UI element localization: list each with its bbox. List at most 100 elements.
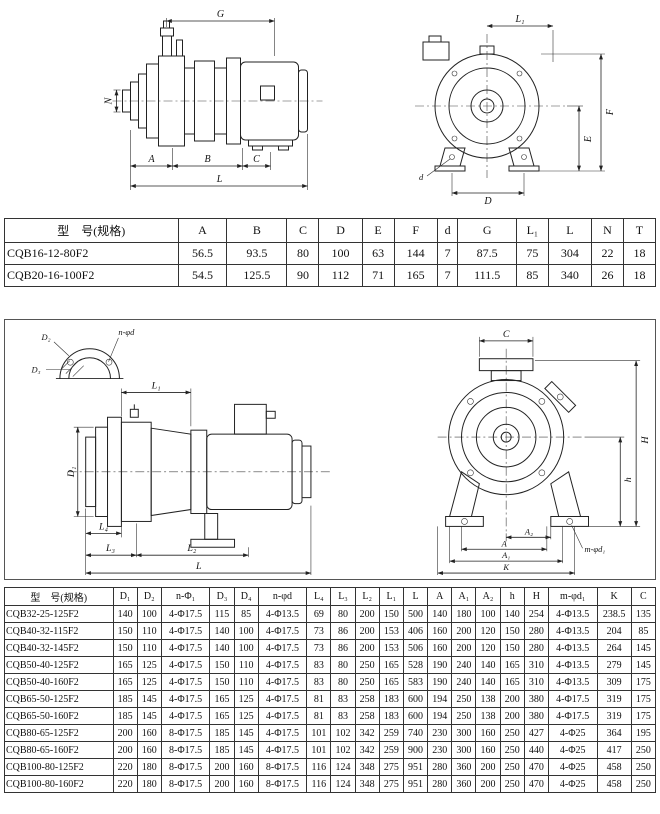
- large-pump-drawings-section: D₂ n-φd D₃: [4, 319, 656, 580]
- value-cell: 56.5: [177, 242, 228, 265]
- value-cell: 69: [306, 605, 332, 623]
- value-cell: 220: [112, 775, 138, 793]
- value-cell: 85: [630, 622, 657, 640]
- dim-label-l2: L₂: [186, 543, 197, 554]
- value-cell: 145: [630, 656, 657, 674]
- value-cell: 153: [378, 622, 404, 640]
- value-cell: 140: [209, 639, 235, 657]
- large-pump-end-view-drawing: C H h A₂ A A₁ K: [437, 329, 651, 576]
- value-cell: 86: [330, 622, 356, 640]
- dim-label-c: C: [253, 154, 260, 165]
- value-cell: 140: [209, 622, 235, 640]
- value-cell: 250: [354, 673, 380, 691]
- value-cell: 406: [402, 622, 429, 640]
- dim-label-l1: L₁: [151, 380, 161, 391]
- value-cell: 140: [475, 656, 501, 674]
- value-cell: 18: [622, 264, 657, 287]
- value-cell: 194: [427, 707, 453, 725]
- dim-label-c: C: [503, 329, 510, 340]
- value-cell: 83: [306, 673, 332, 691]
- value-cell: 165: [209, 707, 235, 725]
- column-header: B: [226, 218, 288, 243]
- value-cell: 160: [427, 639, 453, 657]
- value-cell: 440: [523, 741, 549, 759]
- value-cell: 195: [630, 724, 657, 742]
- value-cell: 86: [330, 639, 356, 657]
- value-cell: 279: [596, 656, 632, 674]
- column-header: D₁: [112, 587, 138, 606]
- value-cell: 200: [354, 605, 380, 623]
- model-cell: CQB80-65-125F2: [4, 724, 114, 742]
- value-cell: 4-Φ17.5: [257, 724, 308, 742]
- column-header: L₂: [354, 587, 380, 606]
- value-cell: 175: [630, 673, 657, 691]
- large-pump-side-view-drawing: D₂ n-φd D₃: [31, 327, 332, 576]
- value-cell: 144: [393, 242, 438, 265]
- value-cell: 4-Φ17.5: [160, 673, 211, 691]
- value-cell: 194: [427, 690, 453, 708]
- value-cell: 4-Φ13.5: [547, 622, 598, 640]
- value-cell: 85: [515, 264, 549, 287]
- value-cell: 125.5: [226, 264, 288, 287]
- value-cell: 220: [112, 758, 138, 776]
- value-cell: 240: [451, 656, 477, 674]
- value-cell: 150: [112, 622, 138, 640]
- value-cell: 4-Φ25: [547, 775, 598, 793]
- value-cell: 140: [475, 673, 501, 691]
- model-cell: CQB32-25-125F2: [4, 605, 114, 623]
- value-cell: 101: [306, 741, 332, 759]
- value-cell: 101: [306, 724, 332, 742]
- value-cell: 951: [402, 758, 429, 776]
- value-cell: 360: [451, 775, 477, 793]
- column-header: G: [457, 218, 517, 243]
- value-cell: 185: [209, 741, 235, 759]
- value-cell: 145: [233, 741, 259, 759]
- model-cell: CQB65-50-160F2: [4, 707, 114, 725]
- value-cell: 183: [378, 690, 404, 708]
- value-cell: 280: [523, 622, 549, 640]
- value-cell: 125: [136, 673, 162, 691]
- value-cell: 250: [451, 707, 477, 725]
- value-cell: 4-Φ13.5: [547, 605, 598, 623]
- dim-label-d: D: [483, 196, 492, 206]
- value-cell: 80: [330, 605, 356, 623]
- value-cell: 319: [596, 707, 632, 725]
- column-header: A: [427, 587, 453, 606]
- value-cell: 250: [630, 741, 657, 759]
- value-cell: 310: [523, 656, 549, 674]
- value-cell: 180: [451, 605, 477, 623]
- column-header: n-φd: [257, 587, 308, 606]
- value-cell: 348: [354, 775, 380, 793]
- value-cell: 102: [330, 724, 356, 742]
- value-cell: 240: [451, 673, 477, 691]
- value-cell: 258: [354, 707, 380, 725]
- dim-label-l: L: [195, 561, 202, 572]
- value-cell: 254: [523, 605, 549, 623]
- value-cell: 165: [499, 656, 525, 674]
- value-cell: 120: [475, 639, 501, 657]
- value-cell: 275: [378, 775, 404, 793]
- value-cell: 200: [499, 707, 525, 725]
- dim-label-a2: A₂: [524, 526, 533, 536]
- value-cell: 190: [427, 656, 453, 674]
- value-cell: 250: [354, 656, 380, 674]
- value-cell: 165: [112, 656, 138, 674]
- column-header: L₃: [330, 587, 356, 606]
- value-cell: 73: [306, 639, 332, 657]
- value-cell: 8-Φ17.5: [160, 758, 211, 776]
- value-cell: 175: [630, 707, 657, 725]
- value-cell: 80: [286, 242, 320, 265]
- column-header: n-Φ₁: [160, 587, 211, 606]
- value-cell: 93.5: [226, 242, 288, 265]
- value-cell: 250: [499, 775, 525, 793]
- column-header: C: [286, 218, 320, 243]
- column-header: D₂: [136, 587, 162, 606]
- value-cell: 304: [547, 242, 593, 265]
